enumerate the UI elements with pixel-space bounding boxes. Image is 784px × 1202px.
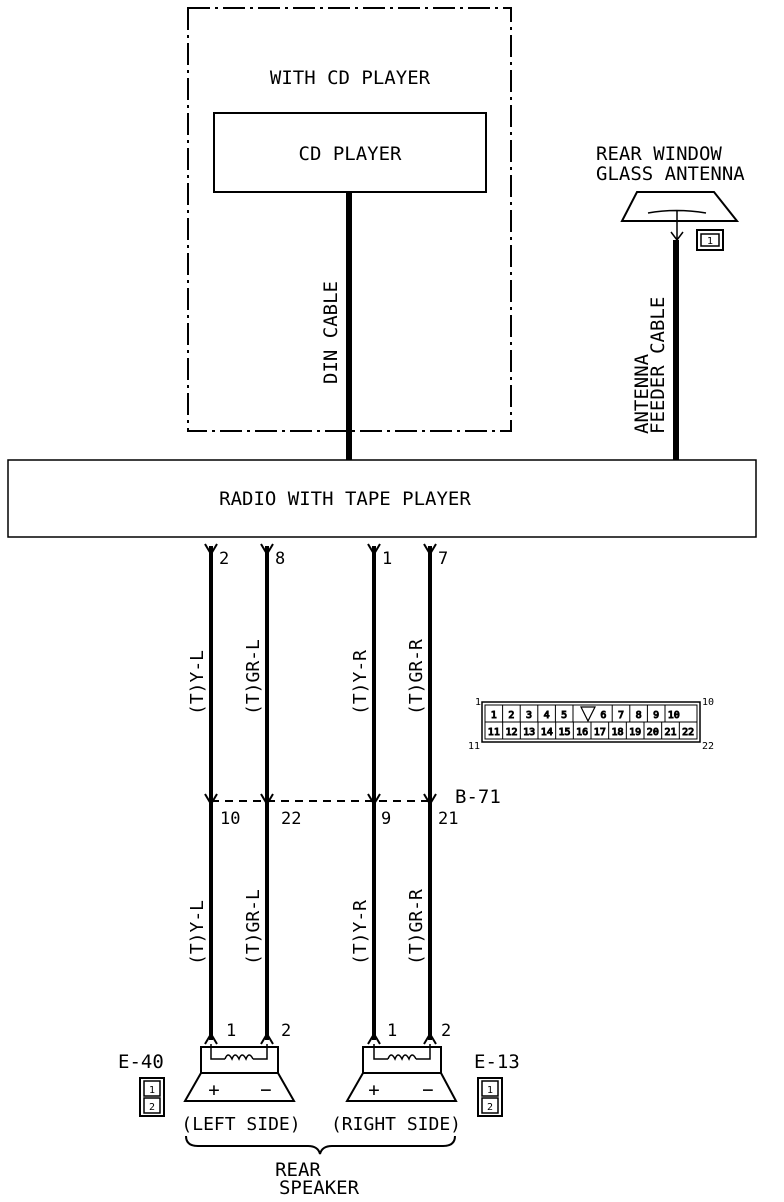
b71-cavity-5: 5 <box>561 710 567 721</box>
pin-top-3: 1 <box>382 549 392 569</box>
left-speaker-connector-id: E-40 <box>118 1051 164 1073</box>
b71-pin-2: 22 <box>281 809 301 829</box>
b71-cavity-13: 13 <box>523 727 535 738</box>
right-speaker-connector-icon: 1 2 <box>477 1077 503 1117</box>
pin-top-1: 2 <box>219 549 229 569</box>
right-speaker-connector-id: E-13 <box>474 1051 520 1073</box>
b71-terminals <box>204 793 437 806</box>
cd-player-label: CD PLAYER <box>299 143 403 165</box>
radio-label: RADIO WITH TAPE PLAYER <box>219 488 471 510</box>
svg-text:−: − <box>260 1079 271 1101</box>
b71-corner-br: 22 <box>702 741 714 752</box>
rear-speaker-title-2: SPEAKER <box>279 1177 360 1199</box>
b71-cavity-1: 1 <box>491 710 497 721</box>
b71-cavity-18: 18 <box>611 727 623 738</box>
right-speaker-pin2: 2 <box>441 1021 451 1041</box>
b71-cavity-22: 22 <box>682 727 694 738</box>
b71-cavity-10: 10 <box>668 710 680 721</box>
b71-cavity-19: 19 <box>629 727 641 738</box>
b71-corner-tl: 1 <box>475 697 481 708</box>
svg-text:2: 2 <box>487 1102 493 1113</box>
b71-cavity-7: 7 <box>618 710 624 721</box>
antenna-cable-label-1: ANTENNA <box>631 353 653 434</box>
b71-cavity-11: 11 <box>488 727 500 738</box>
b71-cavity-8: 8 <box>636 710 642 721</box>
antenna-title-1: REAR WINDOW <box>596 143 722 165</box>
radio-unit <box>7 459 757 538</box>
b71-cavity-6: 6 <box>600 710 606 721</box>
connector-b71-name: B-71 <box>455 786 501 808</box>
antenna-title-2: GLASS ANTENNA <box>596 163 745 185</box>
b71-cavity-20: 20 <box>647 727 659 738</box>
svg-text:1: 1 <box>149 1085 155 1096</box>
svg-text:2: 2 <box>149 1102 155 1113</box>
b71-cavity-4: 4 <box>544 710 550 721</box>
b71-cavity-12: 12 <box>505 727 517 738</box>
b71-cavity-17: 17 <box>594 727 606 738</box>
cd-player-option-box <box>187 7 512 432</box>
antenna-connector-icon: 1 <box>696 229 724 251</box>
b71-cavity-3: 3 <box>526 710 532 721</box>
b71-cavity-16: 16 <box>576 727 588 738</box>
b71-corner-tr: 10 <box>702 697 714 708</box>
wire-label-bottom-1: (T)Y-L <box>187 900 208 965</box>
right-speaker: + − <box>345 1044 458 1102</box>
wire-label-bottom-2: (T)GR-L <box>243 889 264 965</box>
b71-cavity-14: 14 <box>541 727 553 738</box>
b71-cavity-15: 15 <box>558 727 570 738</box>
right-speaker-pin1: 1 <box>387 1021 397 1041</box>
b71-cavity-9: 9 <box>653 710 659 721</box>
din-cable-label: DIN CABLE <box>320 281 342 384</box>
svg-text:+: + <box>208 1079 219 1101</box>
pin-top-4: 7 <box>438 549 448 569</box>
left-speaker-connector-icon: 1 2 <box>139 1077 165 1117</box>
wire-label-top-3: (T)Y-R <box>350 650 371 715</box>
left-side-label: (LEFT SIDE) <box>181 1114 300 1135</box>
speaker-terminals <box>204 1032 437 1045</box>
left-speaker-pin2: 2 <box>281 1021 291 1041</box>
wire-label-top-1: (T)Y-L <box>187 650 208 715</box>
top-terminals <box>204 543 437 556</box>
b71-pin-3: 9 <box>381 809 391 829</box>
svg-text:−: − <box>422 1079 433 1101</box>
cd-option-title: WITH CD PLAYER <box>270 67 431 89</box>
b71-pin-4: 21 <box>438 809 458 829</box>
rear-speaker-brace <box>185 1135 456 1155</box>
pin-top-2: 8 <box>275 549 285 569</box>
wire-label-top-2: (T)GR-L <box>243 639 264 715</box>
wire-label-bottom-3: (T)Y-R <box>350 900 371 965</box>
left-speaker-pin1: 1 <box>226 1021 236 1041</box>
left-speaker: + − <box>183 1044 296 1102</box>
svg-text:1: 1 <box>707 236 713 247</box>
b71-pin-1: 10 <box>220 809 240 829</box>
svg-text:1: 1 <box>487 1085 493 1096</box>
right-voice-coil-icon <box>373 1044 431 1061</box>
b71-cavity-2: 2 <box>508 710 514 721</box>
rear-speaker-title-1: REAR <box>275 1159 321 1181</box>
wire-label-bottom-4: (T)GR-R <box>406 889 427 965</box>
b71-corner-bl: 11 <box>468 741 480 752</box>
left-voice-coil-icon <box>210 1044 268 1061</box>
wire-label-top-4: (T)GR-R <box>406 639 427 715</box>
rear-window-antenna <box>620 191 740 222</box>
b71-cavity-21: 21 <box>664 727 676 738</box>
antenna-cable-label-2: FEEDER CABLE <box>647 297 669 434</box>
svg-text:+: + <box>368 1079 379 1101</box>
right-side-label: (RIGHT SIDE) <box>331 1114 461 1135</box>
